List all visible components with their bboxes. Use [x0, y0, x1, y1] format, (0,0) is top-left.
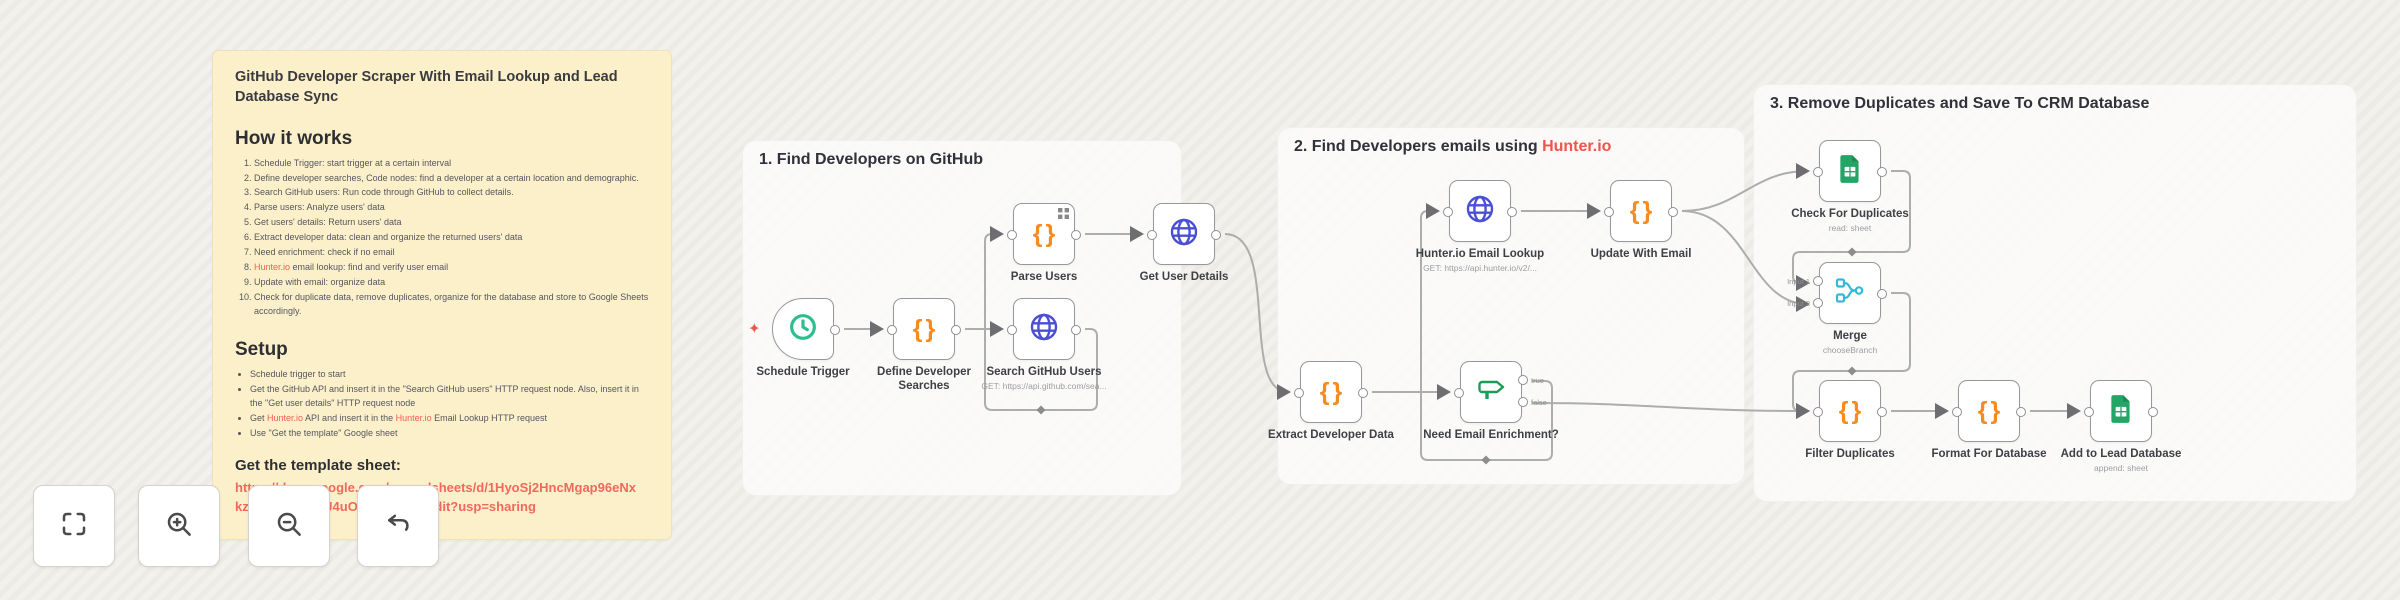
input-port[interactable] [1813, 407, 1823, 417]
node-need-email-enrichment[interactable]: true false Need Email Enrichment? [1423, 361, 1559, 441]
pin-icon [1058, 208, 1069, 219]
how-it-works-list: Schedule Trigger: start trigger at a cer… [236, 157, 649, 319]
node-parse-users[interactable]: {} Parse Users [1007, 203, 1081, 283]
output-port-true[interactable] [1518, 375, 1528, 385]
wire-midpoint-marker [1847, 247, 1857, 257]
output-port[interactable] [1358, 388, 1368, 398]
output-port[interactable] [1877, 407, 1887, 417]
fit-view-icon [59, 509, 89, 544]
output-port[interactable] [2016, 407, 2026, 417]
globe-icon [1028, 311, 1060, 348]
connection-update-to-merge-input2[interactable] [1681, 210, 1810, 312]
node-format-for-database[interactable]: {} Format For Database [1931, 380, 2047, 460]
input-port[interactable] [1952, 407, 1962, 417]
how-it-works-heading: How it works [235, 127, 353, 149]
input-label-2: Input 2 [1787, 299, 1810, 308]
output-port[interactable] [1668, 207, 1678, 217]
output-port[interactable] [951, 325, 961, 335]
globe-icon [1168, 216, 1200, 253]
fit-view-button[interactable] [33, 485, 115, 567]
node-extract-developer-data[interactable]: {} Extract Developer Data [1268, 361, 1394, 441]
zoom-out-icon [274, 509, 304, 544]
connection-details-to-extract[interactable] [1224, 233, 1291, 400]
section-title: 2. Find Developers emails using Hunter.i… [1294, 138, 1612, 155]
sticky-note[interactable]: GitHub Developer Scraper With Email Look… [212, 50, 672, 540]
setup-list: Schedule trigger to startGet the GitHub … [235, 368, 649, 441]
node-define-developer-searches[interactable]: {} Define Developer Searches [877, 298, 971, 392]
node-schedule-trigger[interactable]: ✦ Schedule Trigger [748, 298, 850, 378]
input-port[interactable] [1813, 167, 1823, 177]
output-port[interactable] [1877, 167, 1887, 177]
connection-update-to-checkdup[interactable] [1681, 163, 1810, 212]
zoom-out-button[interactable] [248, 485, 330, 567]
output-label-true: true [1531, 376, 1544, 385]
output-port[interactable] [1071, 230, 1081, 240]
input-port[interactable] [1604, 207, 1614, 217]
input-port[interactable] [887, 325, 897, 335]
input-port[interactable] [2084, 407, 2094, 417]
template-sheet-heading: Get the template sheet: [235, 456, 401, 474]
input-port[interactable] [1007, 325, 1017, 335]
if-branch-icon [1475, 376, 1507, 409]
code-icon: {} [1319, 377, 1346, 406]
code-icon: {} [912, 314, 939, 343]
output-port[interactable] [830, 325, 840, 335]
setup-heading: Setup [235, 338, 288, 360]
section-title: 1. Find Developers on GitHub [759, 151, 984, 168]
code-icon: {} [1629, 196, 1656, 225]
google-sheets-icon [2108, 394, 2134, 429]
merge-icon [1835, 277, 1865, 309]
code-icon: {} [1838, 396, 1865, 425]
undo-icon [383, 509, 413, 544]
wire-midpoint-marker [1847, 366, 1857, 376]
undo-button[interactable] [357, 485, 439, 567]
input-port[interactable] [1007, 230, 1017, 240]
node-get-user-details[interactable]: Get User Details [1140, 203, 1228, 283]
node-update-with-email[interactable]: {} Update With Email [1591, 180, 1691, 260]
input-port-1[interactable] [1813, 276, 1823, 286]
output-label-false: false [1531, 398, 1547, 407]
wire-midpoint-marker [1481, 455, 1491, 465]
output-port[interactable] [2148, 407, 2158, 417]
output-port[interactable] [1877, 289, 1887, 299]
output-port-false[interactable] [1518, 397, 1528, 407]
input-port[interactable] [1294, 388, 1304, 398]
trigger-indicator-icon: ✦ [748, 320, 761, 338]
wire-midpoint-marker [1036, 405, 1046, 415]
google-sheets-icon [1837, 154, 1863, 189]
code-icon: {} [1032, 219, 1059, 248]
input-label-1: Input 1 [1787, 277, 1810, 286]
output-port[interactable] [1071, 325, 1081, 335]
input-port-2[interactable] [1813, 298, 1823, 308]
node-filter-duplicates[interactable]: {} Filter Duplicates [1805, 380, 1895, 460]
output-port[interactable] [1211, 230, 1221, 240]
input-port[interactable] [1443, 207, 1453, 217]
input-port[interactable] [1147, 230, 1157, 240]
globe-icon [1464, 193, 1496, 230]
section-title: 3. Remove Duplicates and Save To CRM Dat… [1770, 95, 2150, 112]
input-port[interactable] [1454, 388, 1464, 398]
zoom-in-icon [164, 509, 194, 544]
code-icon: {} [1977, 396, 2004, 425]
clock-icon [787, 311, 819, 348]
connection-enrichment-false-to-filter[interactable] [1531, 402, 1810, 419]
output-port[interactable] [1507, 207, 1517, 217]
sticky-title: GitHub Developer Scraper With Email Look… [235, 69, 618, 106]
zoom-in-button[interactable] [138, 485, 220, 567]
